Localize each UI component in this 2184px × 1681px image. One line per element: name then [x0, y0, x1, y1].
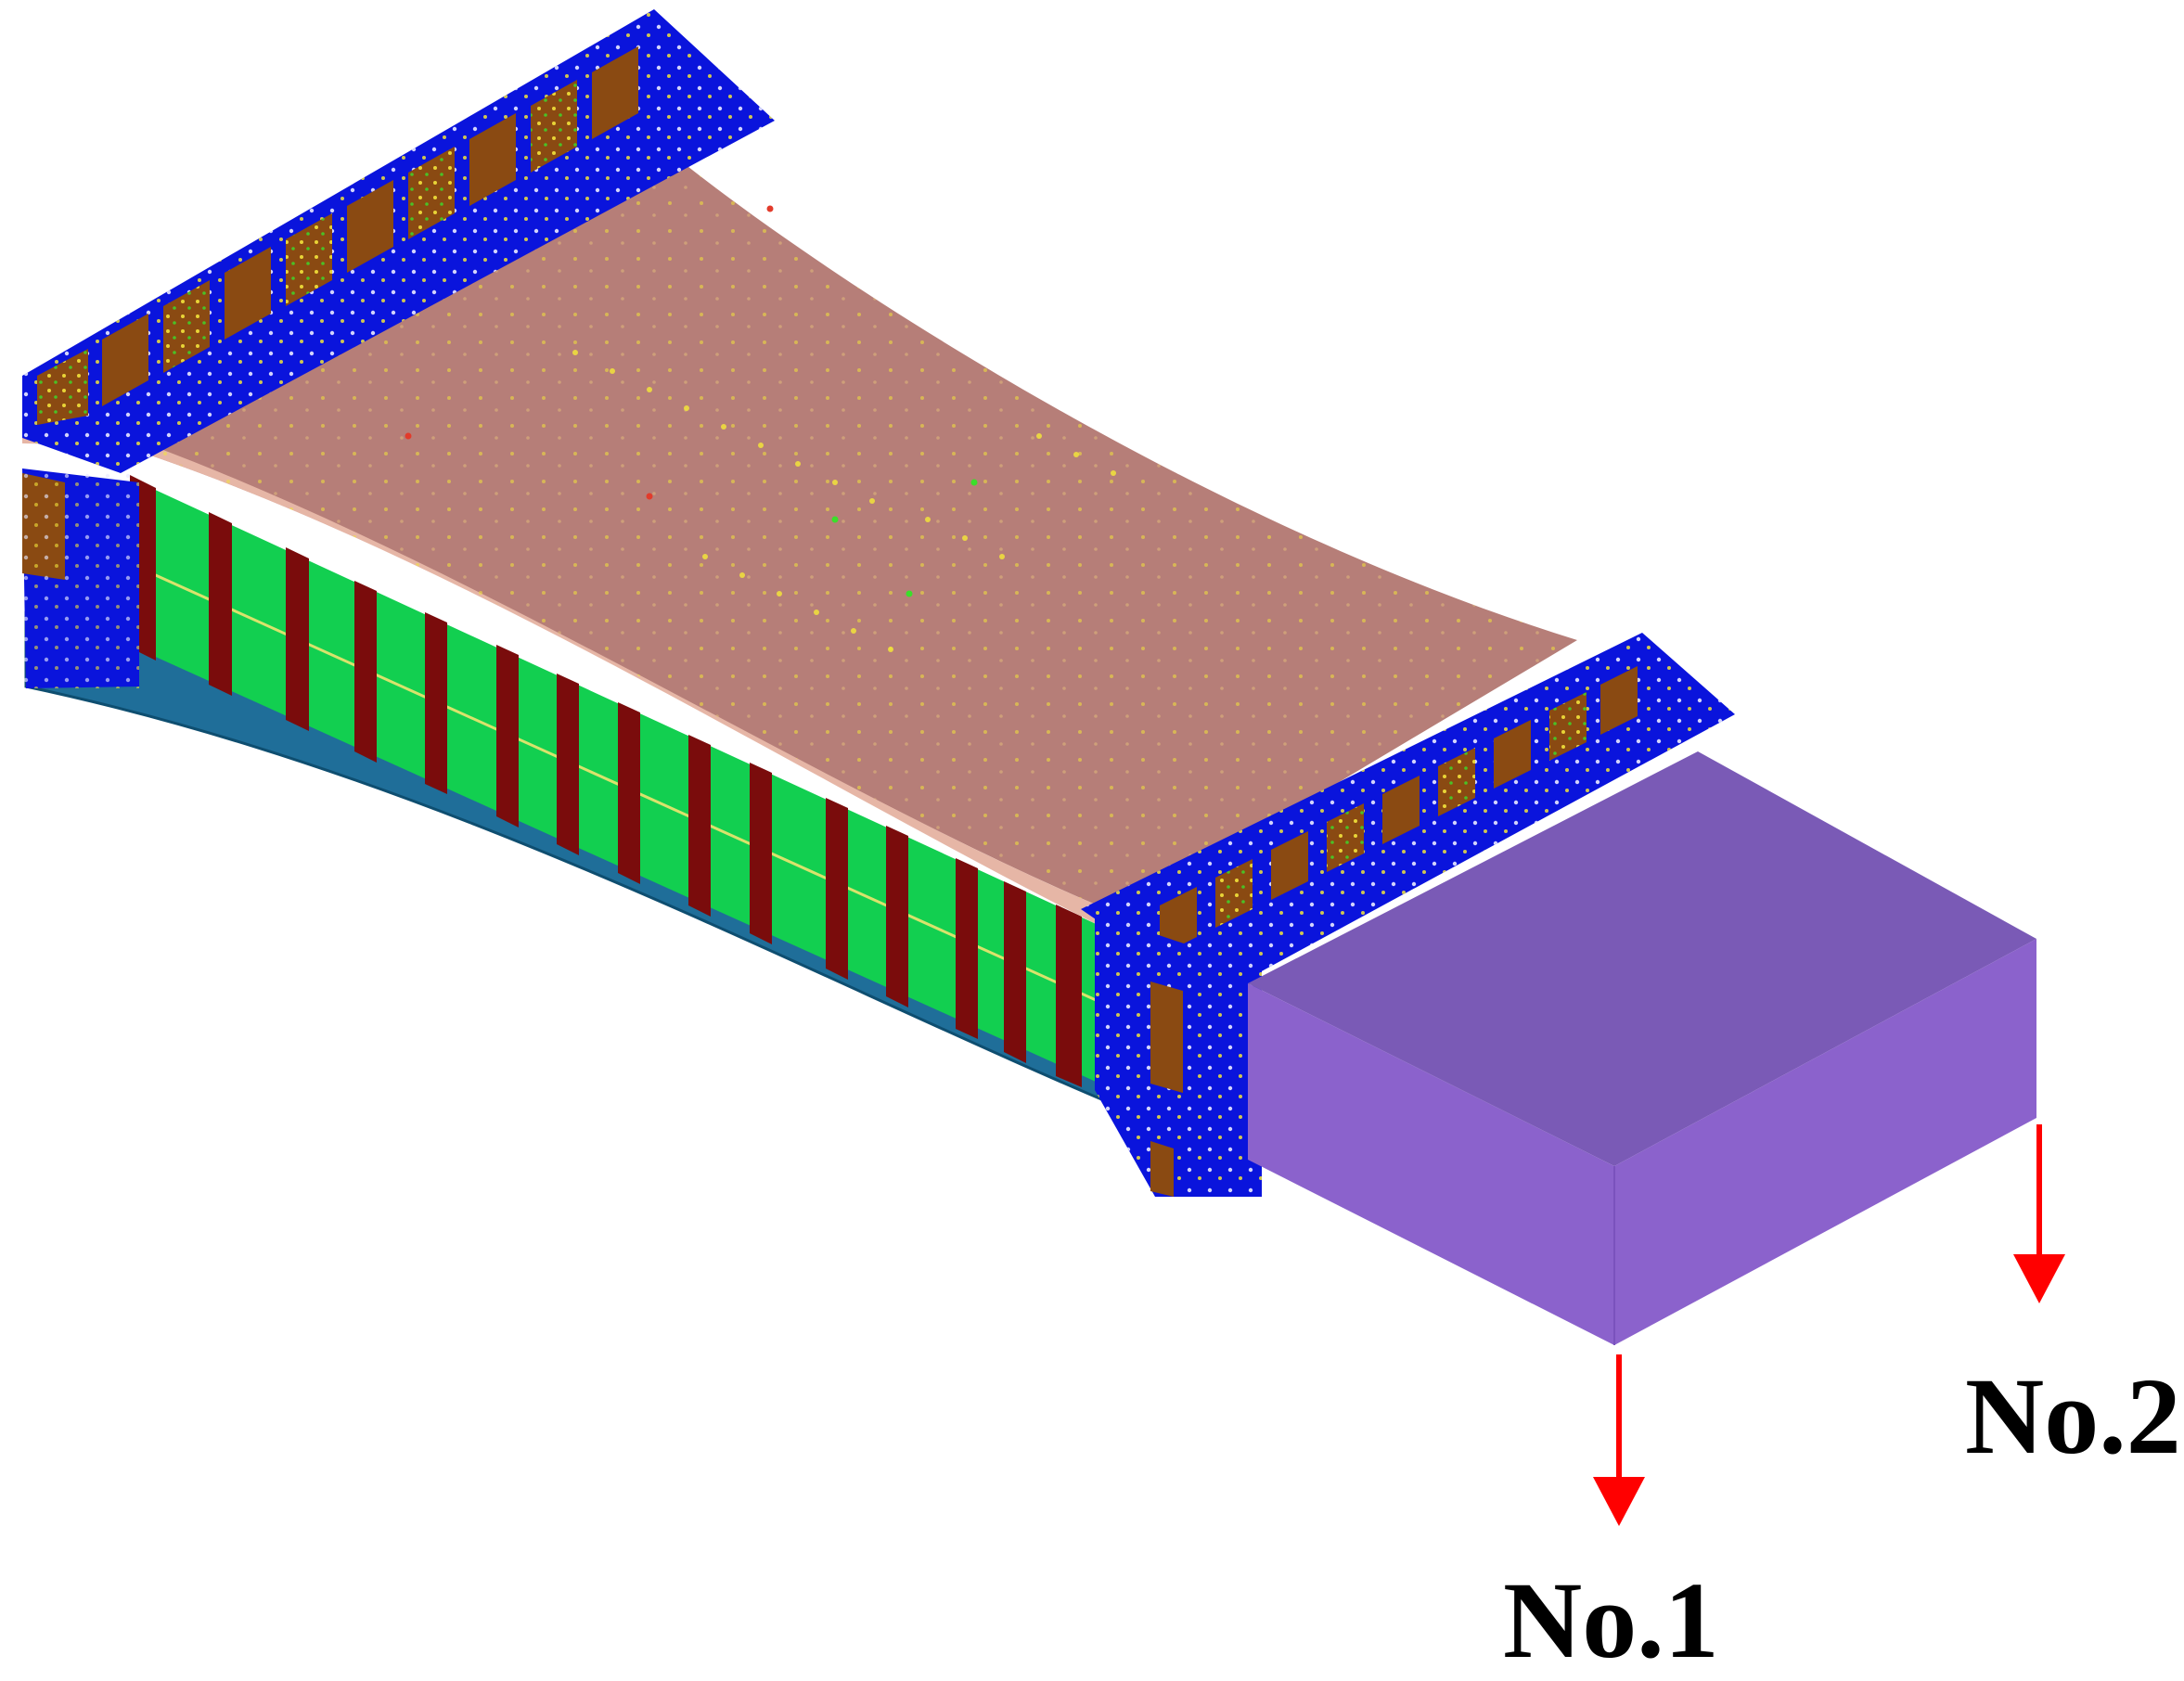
load-point-label-no1: No.1: [1503, 1559, 1719, 1681]
load-arrow-2: [2013, 1124, 2065, 1303]
load-arrow-1: [1593, 1354, 1645, 1526]
load-block-front: [1248, 983, 1614, 1345]
load-point-label-no2: No.2: [1965, 1355, 2181, 1477]
load-block-side: [1614, 939, 2036, 1345]
load-block-top: [1248, 751, 2036, 1166]
right-end-cells: [1150, 982, 1183, 1093]
deck-node-clusters: [572, 350, 1116, 652]
